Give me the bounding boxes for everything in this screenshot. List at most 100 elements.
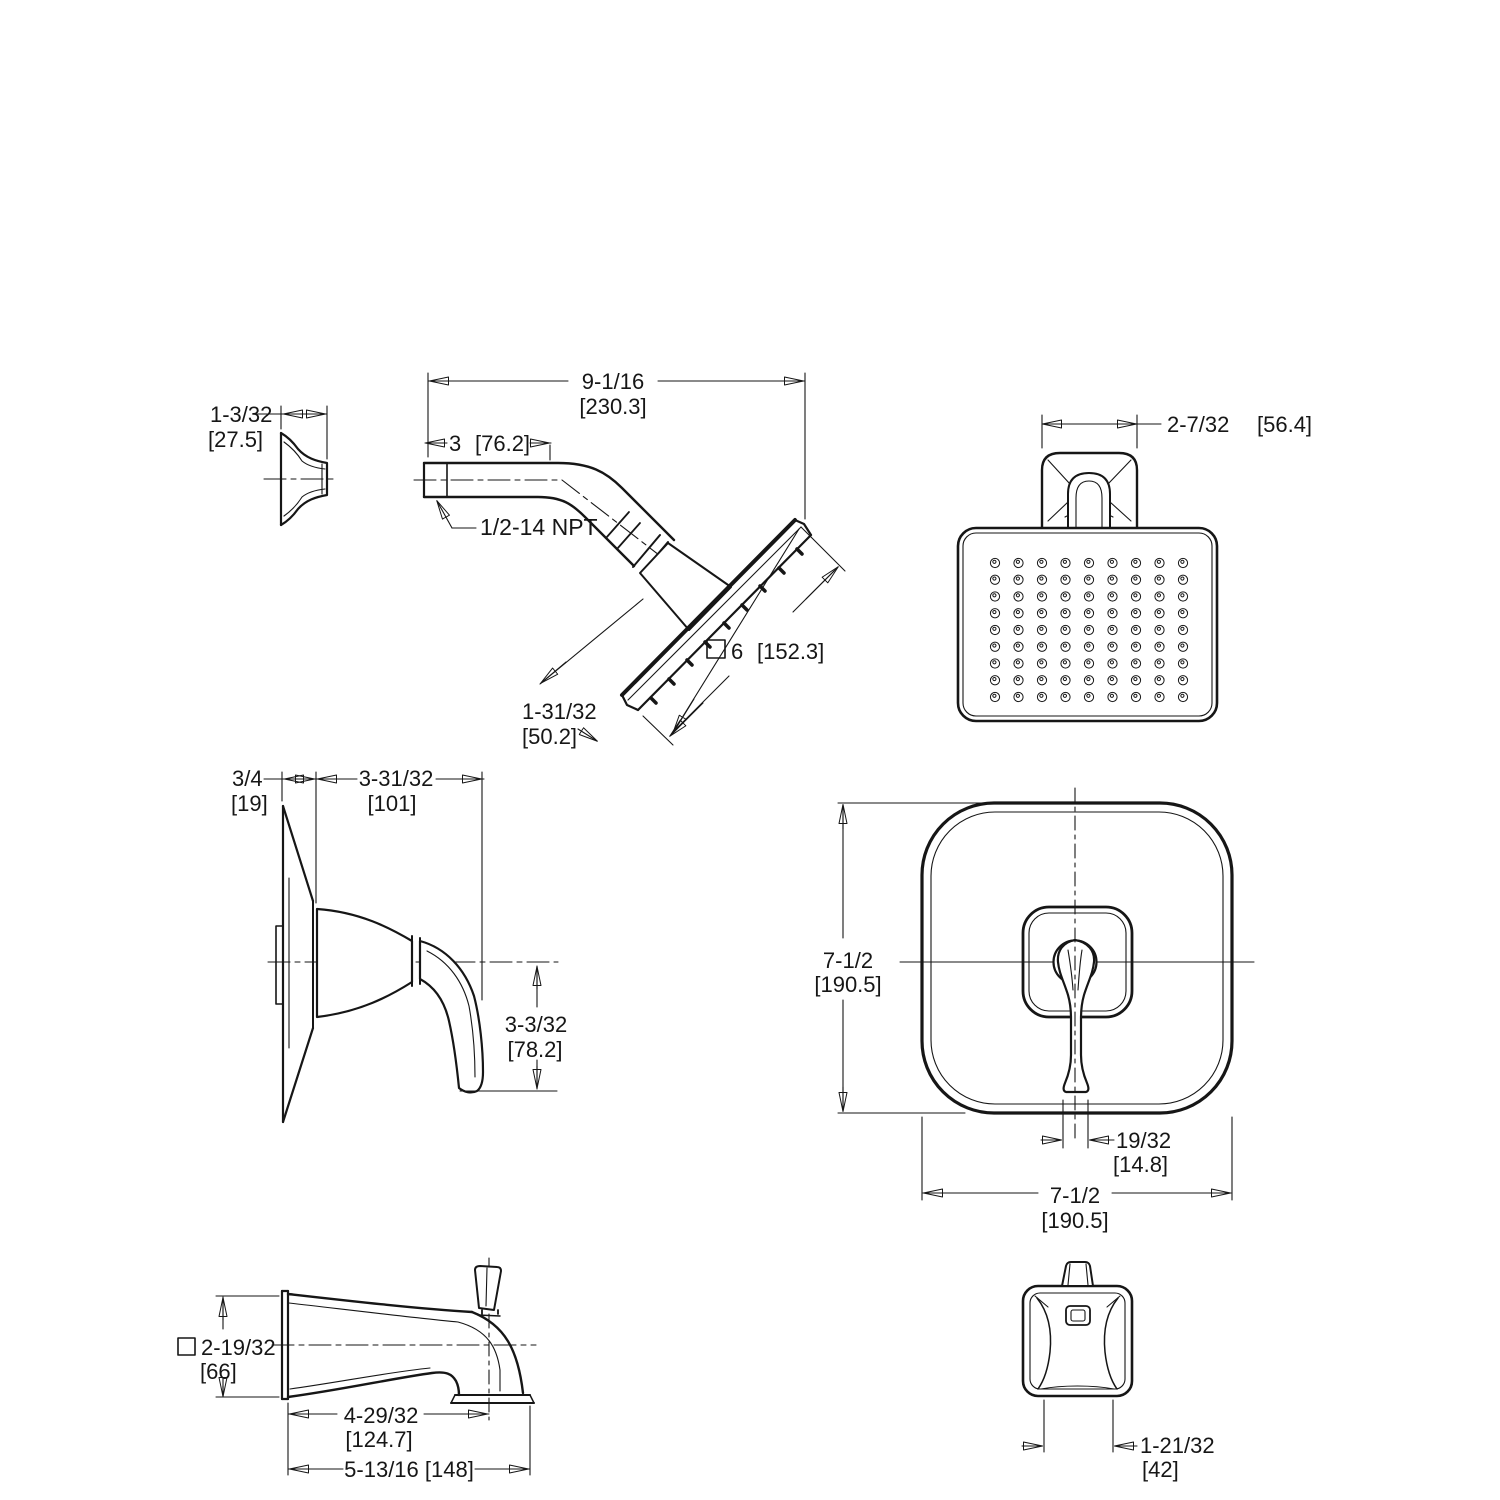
nozzle-highlight (992, 693, 997, 698)
spout-inner-bottom (289, 1367, 431, 1390)
nozzle (1036, 608, 1048, 619)
nozzle-highlight (1015, 609, 1021, 615)
nozzle-highlight (1086, 593, 1091, 598)
nozzle (989, 591, 1001, 602)
nozzle-highlight (1109, 660, 1115, 665)
nozzle (1130, 624, 1142, 636)
nozzle (989, 574, 1001, 585)
nozzle-highlight (1015, 626, 1021, 631)
nozzle-highlight (1133, 676, 1138, 682)
nozzle-highlight (1086, 559, 1091, 564)
nozzle (1083, 574, 1095, 585)
nozzle (1130, 675, 1142, 686)
dimension-lever-width: 19/32 [14.8] (1040, 1099, 1171, 1177)
nozzle-highlight (1086, 576, 1091, 581)
spout-front-width-inches: 1-21/32 (1140, 1433, 1215, 1458)
nozzle-highlight (1133, 693, 1138, 698)
nozzle (989, 608, 1001, 619)
nozzle (1130, 591, 1142, 602)
nozzle-highlight (1156, 643, 1162, 648)
nozzle-highlight (1062, 576, 1068, 581)
nozzle (1177, 591, 1189, 602)
flange-width-mm: [27.5] (208, 427, 263, 452)
nozzle-highlight (1086, 609, 1091, 615)
nozzle-highlight (1039, 693, 1044, 698)
handle-trumpet (315, 907, 414, 1019)
arm-centerline (413, 479, 704, 590)
valve-height-inches: 7-1/2 (823, 948, 873, 973)
nozzle (1013, 691, 1024, 703)
shower-arm-side-view: 9-1/16 [230.3] 3 [76.2] 1/2-14 NPT 6 (413, 369, 846, 749)
nozzle (1177, 675, 1189, 686)
nozzle-highlight (1156, 660, 1162, 665)
nozzle (1013, 591, 1024, 602)
nozzle-highlight (1015, 660, 1021, 665)
arm-top-edge (422, 461, 676, 542)
spout-front-inner-line (1029, 1292, 1126, 1390)
escutcheon-front (920, 801, 1234, 1115)
dimension-valve-width: 7-1/2 [190.5] (921, 1116, 1233, 1233)
spout-reach-mm: [124.7] (345, 1427, 412, 1452)
nozzle (1036, 675, 1048, 686)
spout-top-edge (286, 1292, 474, 1314)
dimension-head-drop: 1-31/32 [50.2] (522, 528, 800, 749)
nozzle-highlight (992, 643, 997, 648)
nozzle-highlight (1133, 626, 1138, 631)
nozzle (1154, 624, 1165, 636)
flange-inner-bottom (283, 488, 326, 517)
nozzle-highlight (1015, 559, 1021, 564)
nozzle-highlight (1180, 693, 1185, 698)
nozzle-highlight (1039, 626, 1044, 631)
nozzle (1013, 641, 1024, 652)
square-symbol-icon (177, 1337, 196, 1356)
nozzle-highlight (1180, 593, 1185, 598)
head-front-body (956, 526, 1219, 723)
nozzle (1154, 658, 1165, 669)
nozzle-highlight (1015, 593, 1021, 598)
nozzle (1083, 591, 1095, 602)
nozzle (1083, 641, 1095, 652)
nozzle (1060, 641, 1071, 652)
nozzle (1130, 691, 1142, 703)
nozzle (1060, 658, 1071, 669)
nozzle (1154, 557, 1165, 569)
nozzle-highlight (1086, 626, 1091, 631)
nozzle (1013, 574, 1024, 585)
nozzle-highlight (1062, 693, 1068, 698)
head-back-edge (620, 518, 797, 697)
shower-head-front-view: 2-7/32 [56.4] (956, 412, 1312, 723)
nozzle (1154, 574, 1165, 585)
nozzle (1107, 658, 1118, 669)
nozzle (989, 691, 1001, 703)
head-front-width-mm: [56.4] (1257, 412, 1312, 437)
arm-joint-break-2 (616, 522, 641, 550)
nozzle (1036, 691, 1048, 703)
nozzle-highlight (1109, 626, 1115, 631)
arrow-icon (577, 727, 598, 742)
arrow-icon (672, 698, 695, 734)
nozzle (989, 624, 1001, 636)
nozzle-highlight (1062, 593, 1068, 598)
nozzle-highlight (1109, 559, 1115, 564)
nozzle (1060, 624, 1071, 636)
valve-height-mm: [190.5] (814, 972, 881, 997)
nozzle-highlight (1039, 660, 1044, 665)
nozzle-highlight (1180, 660, 1185, 665)
nozzle (1013, 658, 1024, 669)
head-drop-mm: [50.2] (522, 724, 577, 749)
nozzle (1083, 557, 1095, 569)
nozzle (1177, 574, 1189, 585)
nozzle (1083, 658, 1095, 669)
nozzle-highlight (1180, 559, 1185, 564)
nozzle (1177, 641, 1189, 652)
spout-height-inches: 2-19/32 (201, 1335, 276, 1360)
nozzle (1130, 557, 1142, 569)
nozzle-highlight (992, 660, 997, 665)
nozzle-highlight (992, 593, 997, 598)
nozzle (1013, 608, 1024, 619)
nozzle (1177, 658, 1189, 669)
nozzle-highlight (1156, 676, 1162, 682)
nozzle-highlight (1039, 609, 1044, 615)
